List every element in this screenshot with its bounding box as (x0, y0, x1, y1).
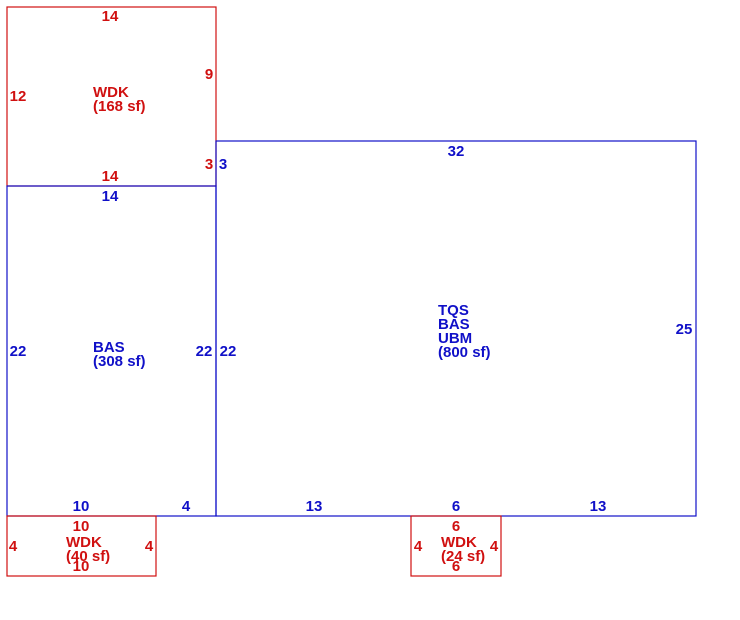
wdk-top-dim-top: 14 (102, 8, 119, 25)
wdk-bottom-left-outline (6, 515, 157, 577)
bas-left-dim-top: 14 (102, 188, 119, 205)
main-dim-right: 25 (676, 321, 693, 338)
bas-left-label-code: BAS (93, 339, 125, 356)
wdk-bottom-mid-outline (410, 515, 502, 577)
main-dim-left: 22 (220, 343, 237, 360)
bas-left-dim-left: 22 (10, 343, 27, 360)
bas-left-dim-bottom-right: 4 (182, 498, 191, 515)
bas-left-label-area: (308 sf) (93, 353, 146, 370)
wdk-bottom-mid-area: 6 4 4 6 WDK (24 sf) (410, 515, 502, 577)
wdk-bottom-mid-dim-top: 6 (452, 518, 460, 535)
wdk-bottom-mid-dim-bottom: 6 (452, 558, 460, 575)
wdk-top-label-area: (168 sf) (93, 98, 146, 115)
wdk-bottom-left-dim-top: 10 (73, 518, 90, 535)
bas-left-dim-bottom-left: 10 (73, 498, 90, 515)
wdk-bottom-left-dim-right: 4 (145, 538, 154, 555)
wdk-bottom-left-dim-left: 4 (9, 538, 18, 555)
main-label-area: (800 sf) (438, 344, 491, 361)
main-label-bas: BAS (438, 316, 470, 333)
wdk-bottom-left-area: 10 4 4 10 WDK (40 sf) (6, 515, 157, 577)
wdk-top-label-code: WDK (93, 84, 129, 101)
wdk-top-dim-right-upper: 9 (205, 66, 213, 83)
main-dim-left-upper: 3 (219, 156, 227, 173)
wdk-bottom-left-label-code: WDK (66, 534, 102, 551)
bas-left-area: 14 22 22 10 4 BAS (308 sf) (6, 185, 217, 517)
main-label-tqs: TQS (438, 302, 469, 319)
wdk-bottom-mid-dim-left: 4 (414, 538, 423, 555)
main-dim-bottom-right: 13 (590, 498, 607, 515)
main-dim-bottom-mid: 6 (452, 498, 460, 515)
wdk-top-dim-bottom: 14 (102, 168, 119, 185)
wdk-bottom-mid-dim-right: 4 (490, 538, 499, 555)
main-area: 32 3 22 25 13 6 13 TQS BAS UBM (800 sf) (215, 140, 697, 517)
main-label-ubm: UBM (438, 330, 472, 347)
wdk-bottom-mid-label-code: WDK (441, 534, 477, 551)
main-dim-top: 32 (448, 143, 465, 160)
wdk-bottom-left-dim-bottom: 10 (73, 558, 90, 575)
wdk-top-dim-right-lower: 3 (205, 156, 213, 173)
wdk-bottom-mid-label-area: (24 sf) (441, 548, 485, 565)
wdk-top-area: 14 12 9 3 14 WDK (168 sf) (6, 6, 217, 187)
wdk-top-dim-left: 12 (10, 88, 27, 105)
wdk-bottom-left-label-area: (40 sf) (66, 548, 110, 565)
main-dim-bottom-left: 13 (306, 498, 323, 515)
bas-left-dim-right: 22 (196, 343, 213, 360)
